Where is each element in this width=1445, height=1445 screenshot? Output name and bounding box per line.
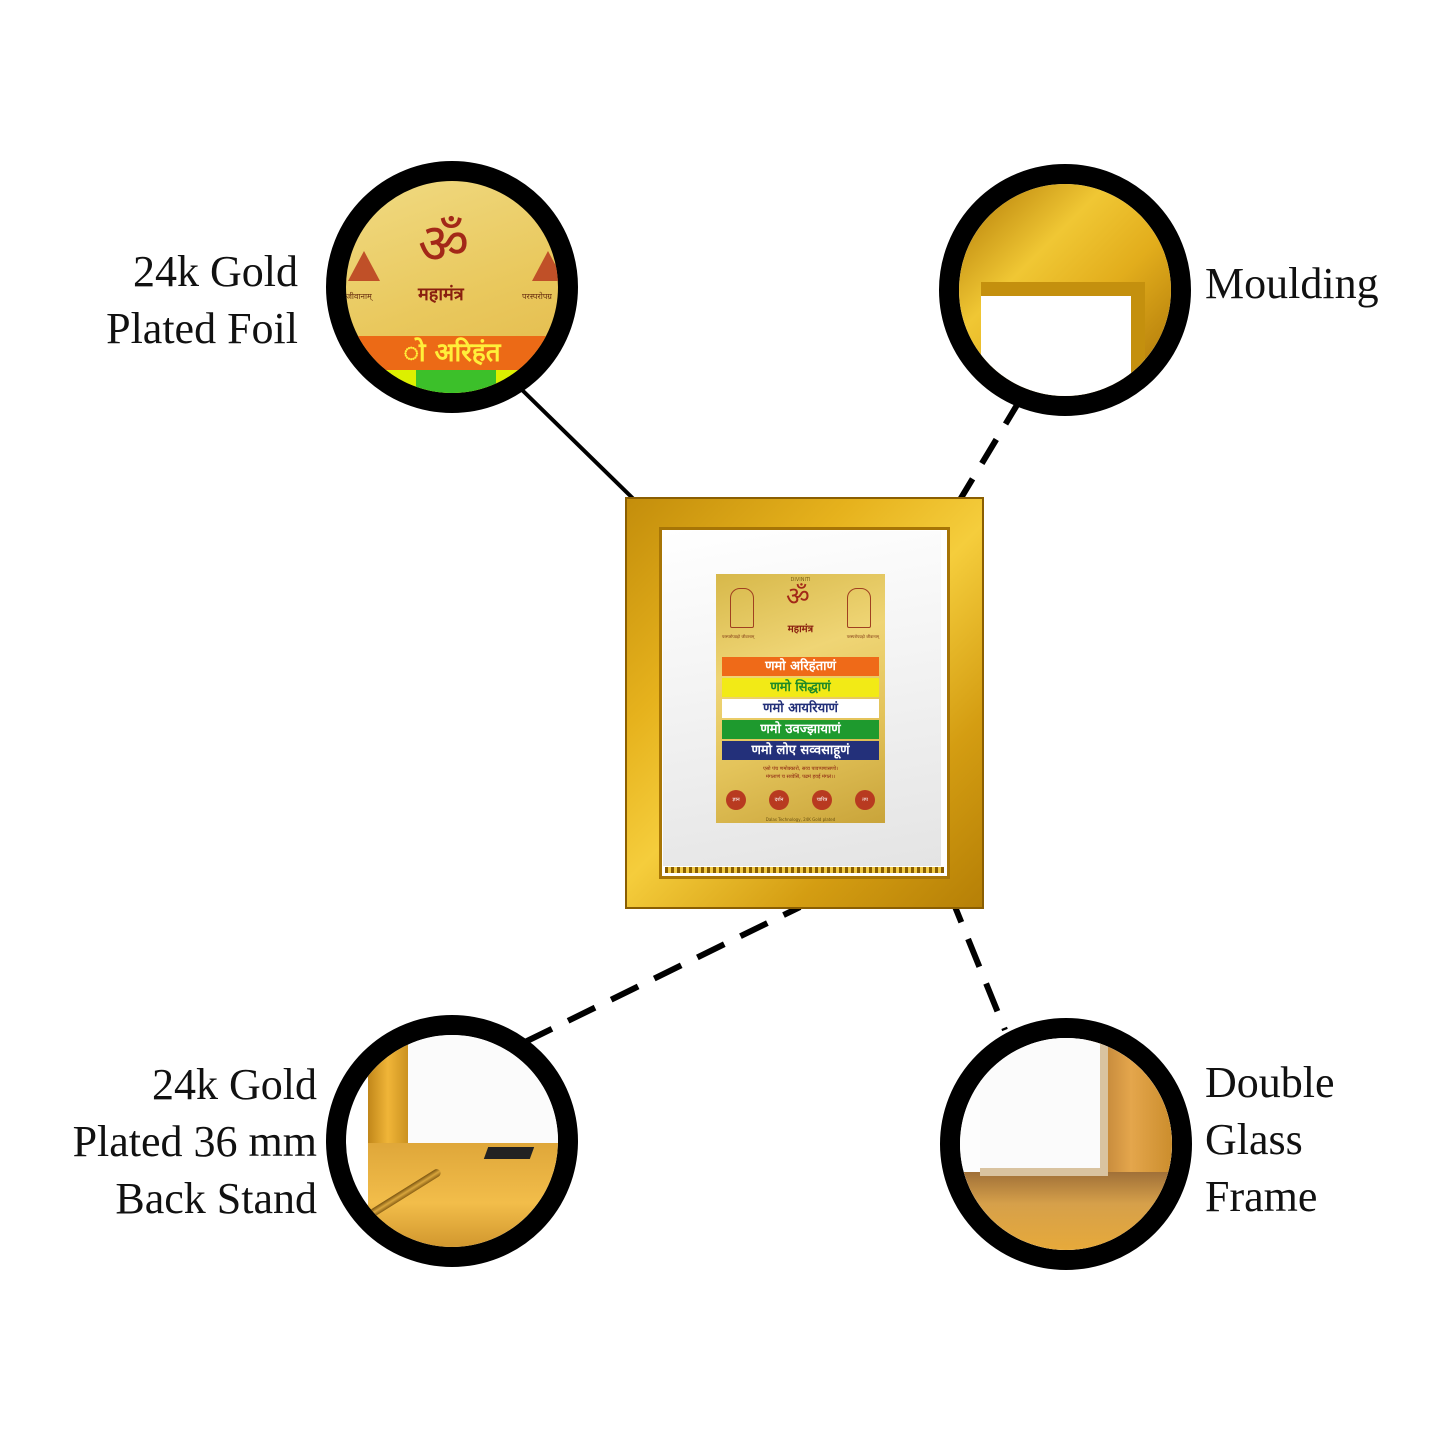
card-footer: Dalas Technology, 24K Gold plated — [765, 817, 836, 822]
virtue-badge: दर्शन — [769, 790, 789, 810]
label-line: Plated 36 mm — [72, 1117, 317, 1166]
label-line: Back Stand — [115, 1174, 317, 1223]
zoom-caption-right: परस्परोपग्र — [522, 292, 552, 301]
back-glass — [408, 1035, 558, 1143]
gold-foil-card: DIVINITI परस्परोपग्रहो जीवानाम् परस्परोप… — [716, 574, 885, 823]
card-verse-line-1: एसो पंच णमोक्कारो, सव्व पावप्पणासणो। — [763, 766, 838, 772]
label-gold-foil: 24k Gold Plated Foil — [60, 243, 298, 357]
card-virtues: ज्ञान दर्शन चारित्र तप — [726, 790, 875, 810]
label-back-stand: 24k Gold Plated 36 mm Back Stand — [20, 1056, 317, 1227]
om-icon: ॐ — [418, 212, 470, 277]
triangle-symbol-left-icon — [348, 251, 380, 281]
label-moulding: Moulding — [1205, 255, 1425, 312]
label-line: 24k Gold — [133, 247, 298, 296]
connector-double-glass — [929, 848, 1008, 1032]
jain-hand-symbol-left-icon — [730, 588, 754, 628]
card-brand: DIVINITI — [790, 577, 811, 583]
zoom-mantra-band: ो अरिहंत — [346, 336, 558, 370]
zoom-circle-moulding — [939, 164, 1191, 416]
back-frame-bottom — [368, 1143, 558, 1247]
card-title: महामंत्र — [787, 624, 814, 635]
jain-hand-symbol-right-icon — [847, 588, 871, 628]
label-line: Double — [1205, 1058, 1335, 1107]
mantra-line-3: णमो आयरियाणं — [722, 699, 879, 718]
zoom-green-band — [346, 370, 558, 393]
label-line: Frame — [1205, 1172, 1318, 1221]
card-left-caption: परस्परोपग्रहो जीवानाम् — [722, 634, 755, 639]
label-double-glass: Double Glass Frame — [1205, 1054, 1425, 1225]
zoom-circle-gold-foil: जीवानाम् परस्परोपग्र ॐ महामंत्र ो अरिहंत — [326, 161, 578, 413]
frame-pattern-bottom — [665, 867, 944, 873]
card-verse-line-2: मंगलाणं च सव्वेसिं, पढमं हवई मंगलं।। — [766, 774, 835, 780]
virtue-badge: तप — [855, 790, 875, 810]
virtue-badge: ज्ञान — [726, 790, 746, 810]
zoom-circle-double-glass — [940, 1018, 1192, 1270]
mantra-line-4: णमो उवज्झायाणं — [722, 720, 879, 739]
double-glass-edge — [980, 1038, 1108, 1176]
virtue-badge: चारित्र — [812, 790, 832, 810]
mantra-line-5: णमो लोए सव्वसाहूणं — [722, 741, 879, 760]
connector-back-stand — [523, 904, 802, 1045]
glass-frame-bottom — [960, 1172, 1172, 1250]
label-line: Moulding — [1205, 259, 1379, 308]
zoom-circle-back-stand — [326, 1015, 578, 1267]
label-line: Glass — [1205, 1115, 1303, 1164]
mantra-line-2: णमो सिद्धाणं — [722, 678, 879, 697]
triangle-symbol-right-icon — [532, 251, 558, 281]
card-verse: एसो पंच णमोक्कारो, सव्व पावप्पणासणो। मंग… — [730, 765, 871, 781]
card-right-caption: परस्परोपग्रहो जीवानाम् — [846, 634, 879, 639]
zoom-caption-left: जीवानाम् — [346, 292, 372, 301]
om-icon: ॐ — [786, 582, 810, 612]
moulding-inner-lip — [981, 282, 1145, 396]
label-line: 24k Gold — [152, 1060, 317, 1109]
label-line: Plated Foil — [106, 304, 298, 353]
mantra-line-1: णमो अरिहंताणं — [722, 657, 879, 676]
zoom-title: महामंत्र — [418, 284, 464, 305]
stand-slot — [483, 1147, 535, 1159]
connector-moulding — [937, 398, 1023, 535]
